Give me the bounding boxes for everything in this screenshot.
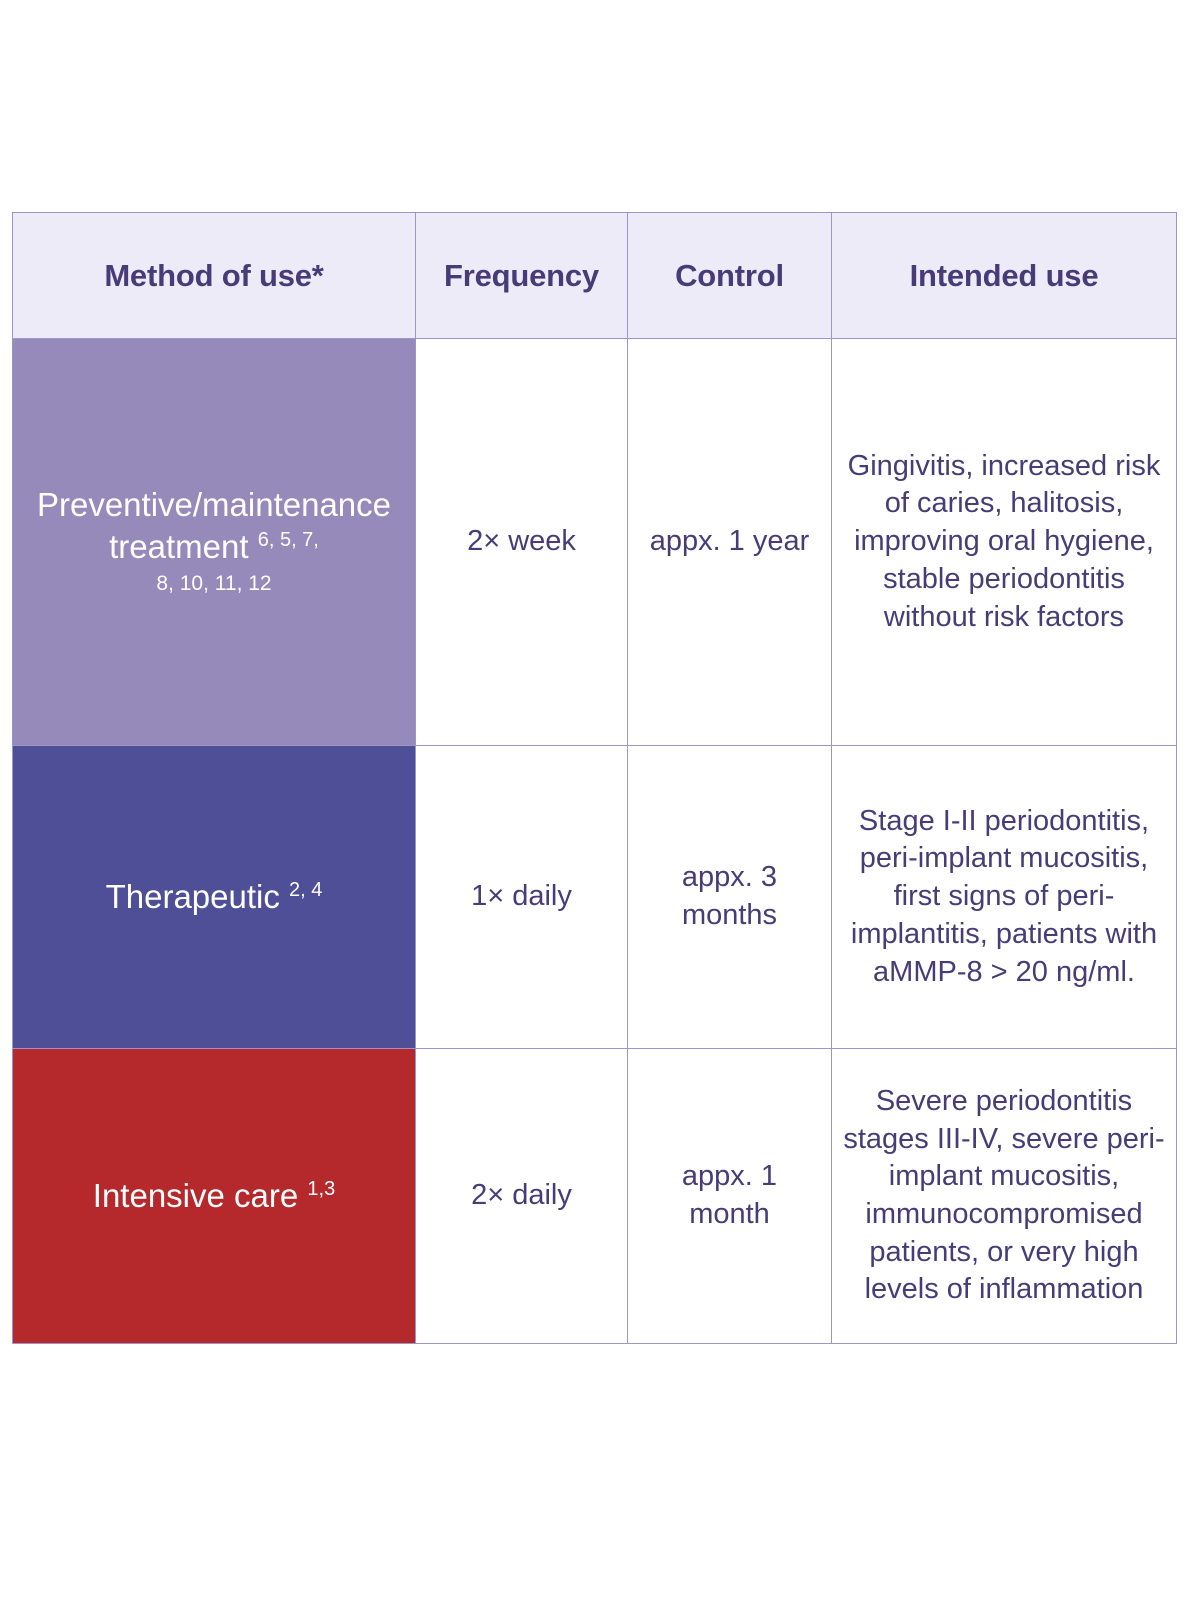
control-cell: appx. 1 month (627, 1048, 832, 1344)
method-label-references: 2, 4 (289, 878, 323, 901)
method-label-references: 1,3 (307, 1177, 336, 1200)
method-label-references: 6, 5, 7, (257, 529, 319, 552)
column-header-frequency: Frequency (415, 212, 628, 339)
column-header-intended-use: Intended use (831, 212, 1177, 339)
table-row: Intensive care 1,3 2× daily appx. 1 mont… (12, 1048, 1177, 1344)
table-header: Method of use* Frequency Control Intende… (12, 212, 1177, 339)
intended-use-cell: Stage I-II periodontitis, peri-implant m… (831, 745, 1177, 1049)
method-label-cell-therapeutic: Therapeutic 2, 4 (12, 745, 416, 1049)
table-header-row: Method of use* Frequency Control Intende… (12, 212, 1177, 339)
table-row: Therapeutic 2, 4 1× daily appx. 3 months… (12, 745, 1177, 1049)
table-row: Preventive/maintenance treatment 6, 5, 7… (12, 338, 1177, 746)
method-label-text: Preventive/maintenance treatment 6, 5, 7… (23, 484, 405, 600)
method-label-main: Preventive/maintenance treatment (36, 486, 392, 566)
method-of-use-table: Method of use* Frequency Control Intende… (12, 212, 1177, 1344)
method-of-use-table-container: Method of use* Frequency Control Intende… (12, 212, 1177, 1344)
column-header-control: Control (627, 212, 832, 339)
control-cell: appx. 3 months (627, 745, 832, 1049)
control-cell: appx. 1 year (627, 338, 832, 746)
method-label-text: Intensive care 1,3 (23, 1175, 405, 1217)
frequency-cell: 1× daily (415, 745, 628, 1049)
frequency-cell: 2× daily (415, 1048, 628, 1344)
intended-use-cell: Gingivitis, increased risk of caries, ha… (831, 338, 1177, 746)
column-header-method-of-use: Method of use* (12, 212, 416, 339)
method-label-cell-preventive: Preventive/maintenance treatment 6, 5, 7… (12, 338, 416, 746)
method-label-main: Intensive care (92, 1176, 299, 1214)
intended-use-cell: Severe periodontitis stages III-IV, seve… (831, 1048, 1177, 1344)
method-label-main: Therapeutic (105, 877, 280, 915)
frequency-cell: 2× week (415, 338, 628, 746)
method-label-cell-intensive: Intensive care 1,3 (12, 1048, 416, 1344)
method-label-text: Therapeutic 2, 4 (23, 876, 405, 918)
table-body: Preventive/maintenance treatment 6, 5, 7… (12, 338, 1177, 1344)
method-label-references-line2: 8, 10, 11, 12 (156, 572, 272, 596)
